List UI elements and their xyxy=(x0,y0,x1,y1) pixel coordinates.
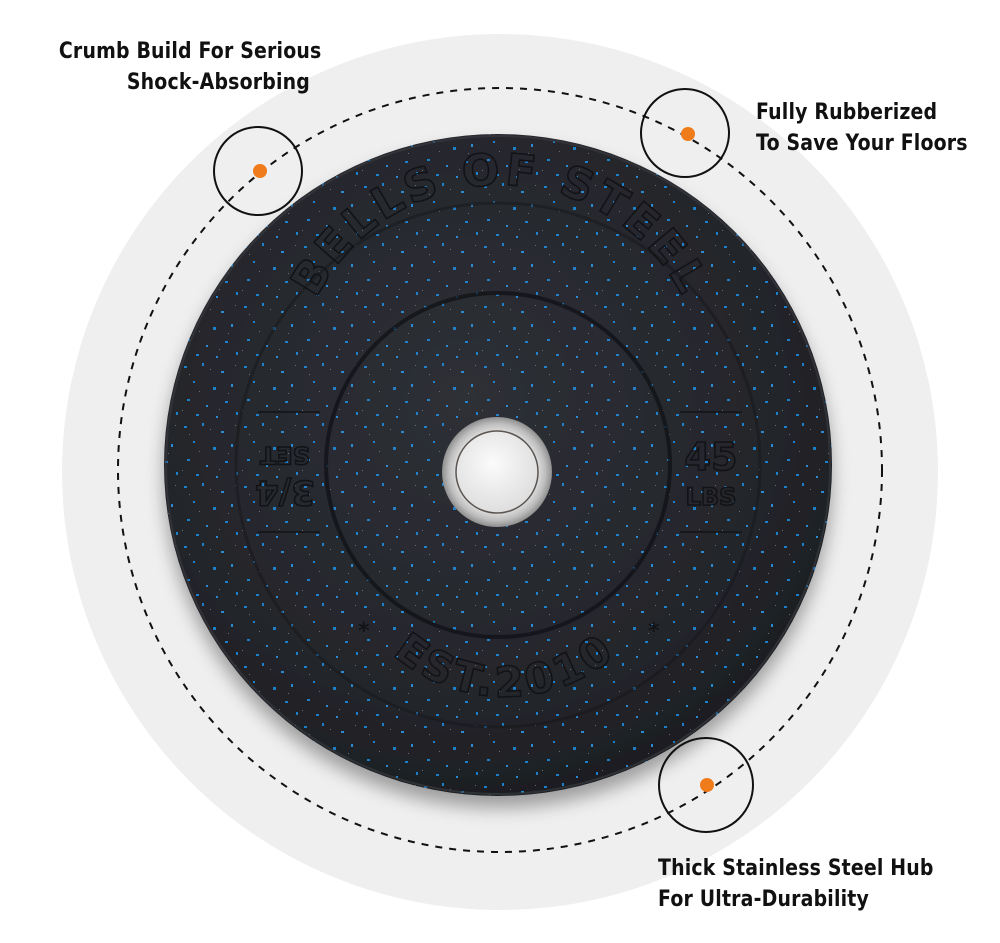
callout-line: Crumb Build For Serious xyxy=(58,39,322,64)
plate-inner-recess xyxy=(324,291,672,639)
svg-text:LBS: LBS xyxy=(686,483,737,511)
svg-text:45: 45 xyxy=(685,435,738,479)
callout-text-fully-rubberized: Fully Rubberized To Save Your Floors xyxy=(756,97,968,159)
orange-dot-icon xyxy=(700,778,714,792)
plate-left-label: SET 3/4 xyxy=(254,411,320,533)
plate-star-left: * xyxy=(358,619,370,644)
callout-marker-steel-hub xyxy=(658,737,754,833)
callout-line: Fully Rubberized xyxy=(756,100,938,125)
callout-marker-crumb-build xyxy=(213,126,303,216)
steel-hub xyxy=(442,417,552,527)
callout-line: Thick Stainless Steel Hub xyxy=(658,856,934,881)
callout-line: Shock-Absorbing xyxy=(126,70,310,95)
callout-text-steel-hub: Thick Stainless Steel Hub For Ultra-Dura… xyxy=(658,853,934,915)
plate-star-right: * xyxy=(648,619,660,644)
dashed-orbit-line xyxy=(117,87,883,853)
callout-marker-fully-rubberized xyxy=(640,88,730,178)
plate-right-label: 45 LBS xyxy=(680,411,742,533)
svg-text:SET: SET xyxy=(259,441,310,469)
svg-text:3/4: 3/4 xyxy=(255,472,315,512)
callout-line: To Save Your Floors xyxy=(756,131,968,156)
callout-line: For Ultra-Durability xyxy=(658,887,870,912)
callout-text-crumb-build: Crumb Build For Serious Shock-Absorbing xyxy=(58,36,322,98)
plate-outer-ridge xyxy=(234,201,762,729)
orange-dot-icon xyxy=(681,127,695,141)
orange-dot-icon xyxy=(253,164,267,178)
